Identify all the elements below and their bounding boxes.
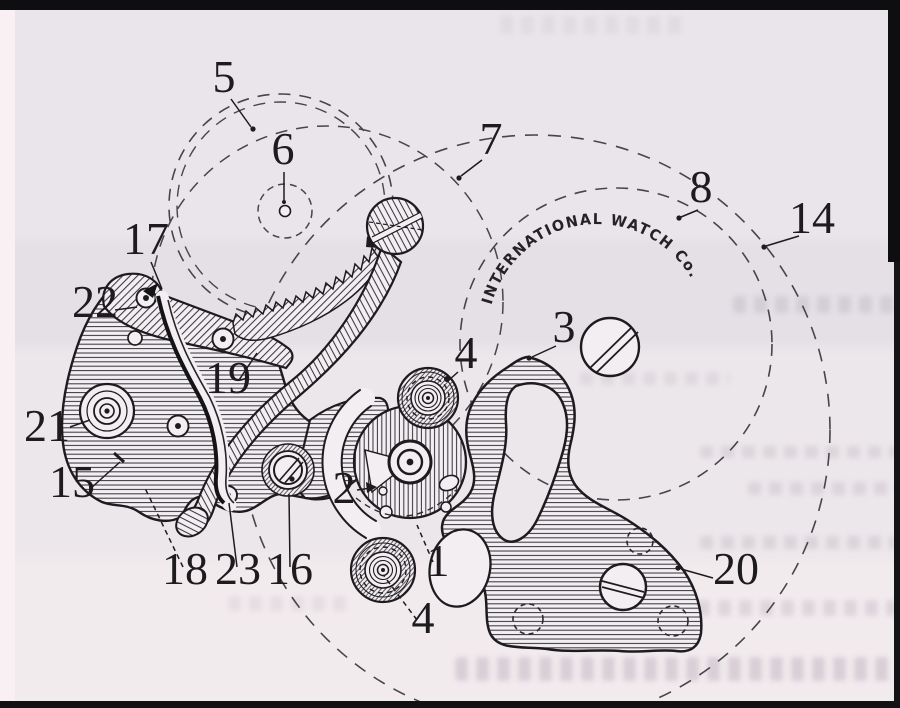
plate-screw-large — [598, 562, 648, 612]
scan-frame-right — [888, 0, 900, 262]
jewel-21 — [78, 382, 136, 440]
intermediate-wheel-4-bottom — [349, 536, 417, 604]
iwc-engraving-text: INTERNATIONAL WATCH Co. — [478, 210, 704, 306]
bleed-through-text-smudge — [500, 16, 685, 34]
bleed-through-text-smudge — [676, 600, 896, 616]
dashed-circle-6 — [257, 183, 313, 239]
spring-arrow — [143, 283, 158, 298]
part-label-1: 1 — [427, 535, 450, 586]
leader-lines — [69, 98, 800, 621]
part-label-6: 6 — [272, 123, 295, 174]
yoke-band — [321, 388, 381, 539]
lever-foot — [175, 506, 209, 538]
part-label-8: 8 — [690, 161, 713, 212]
part-label-17: 17 — [123, 213, 169, 264]
part-label-15: 15 — [49, 456, 95, 507]
part-label-4-bottom: 4 — [412, 592, 435, 643]
part-label-20: 20 — [713, 543, 759, 594]
part-label-21: 21 — [24, 400, 70, 451]
part-label-18: 18 — [162, 543, 208, 594]
dashed-hole — [512, 603, 544, 635]
scan-frame-bottom — [0, 701, 900, 708]
bleed-through-text-smudge — [733, 296, 895, 313]
part-label-5: 5 — [213, 51, 236, 102]
pivot-6 — [278, 204, 292, 218]
part-labels: 5 6 7 8 14 17 22 19 21 15 18 23 16 2 4 1… — [24, 51, 835, 643]
winding-pinion — [365, 196, 425, 256]
part-label-16: 16 — [267, 543, 313, 594]
part-label-7: 7 — [480, 113, 503, 164]
part-label-2: 2 — [333, 462, 356, 513]
leader-dots — [250, 126, 767, 571]
intermediate-wheel-4-top — [396, 366, 460, 430]
scan-frame-top — [0, 0, 900, 10]
dashed-circle-8 — [459, 187, 773, 501]
bleed-through-text-smudge — [700, 536, 895, 549]
screw-3 — [579, 316, 641, 378]
dashed-hole — [657, 605, 689, 637]
screw-16 — [261, 443, 315, 497]
part-label-22: 22 — [72, 276, 118, 327]
bleed-through-text-smudge — [455, 657, 895, 681]
right-plate-20 — [440, 355, 703, 653]
bleed-through-text-smudge — [228, 596, 353, 611]
lever-spring-18 — [156, 295, 226, 505]
cock-lobe — [428, 528, 492, 608]
part-label-3: 3 — [553, 301, 576, 352]
part-label-14: 14 — [789, 192, 835, 243]
bleed-through-text-smudge — [748, 482, 896, 495]
part-label-4-top: 4 — [455, 327, 478, 378]
dashed-hole — [626, 527, 654, 555]
centre-wheel-1 — [352, 404, 468, 520]
spring-channel — [143, 283, 237, 512]
part-label-19: 19 — [205, 352, 251, 403]
part-label-23: 23 — [215, 543, 261, 594]
scan-frame-right-thin — [894, 262, 900, 702]
bleed-through-text-smudge — [700, 446, 896, 458]
